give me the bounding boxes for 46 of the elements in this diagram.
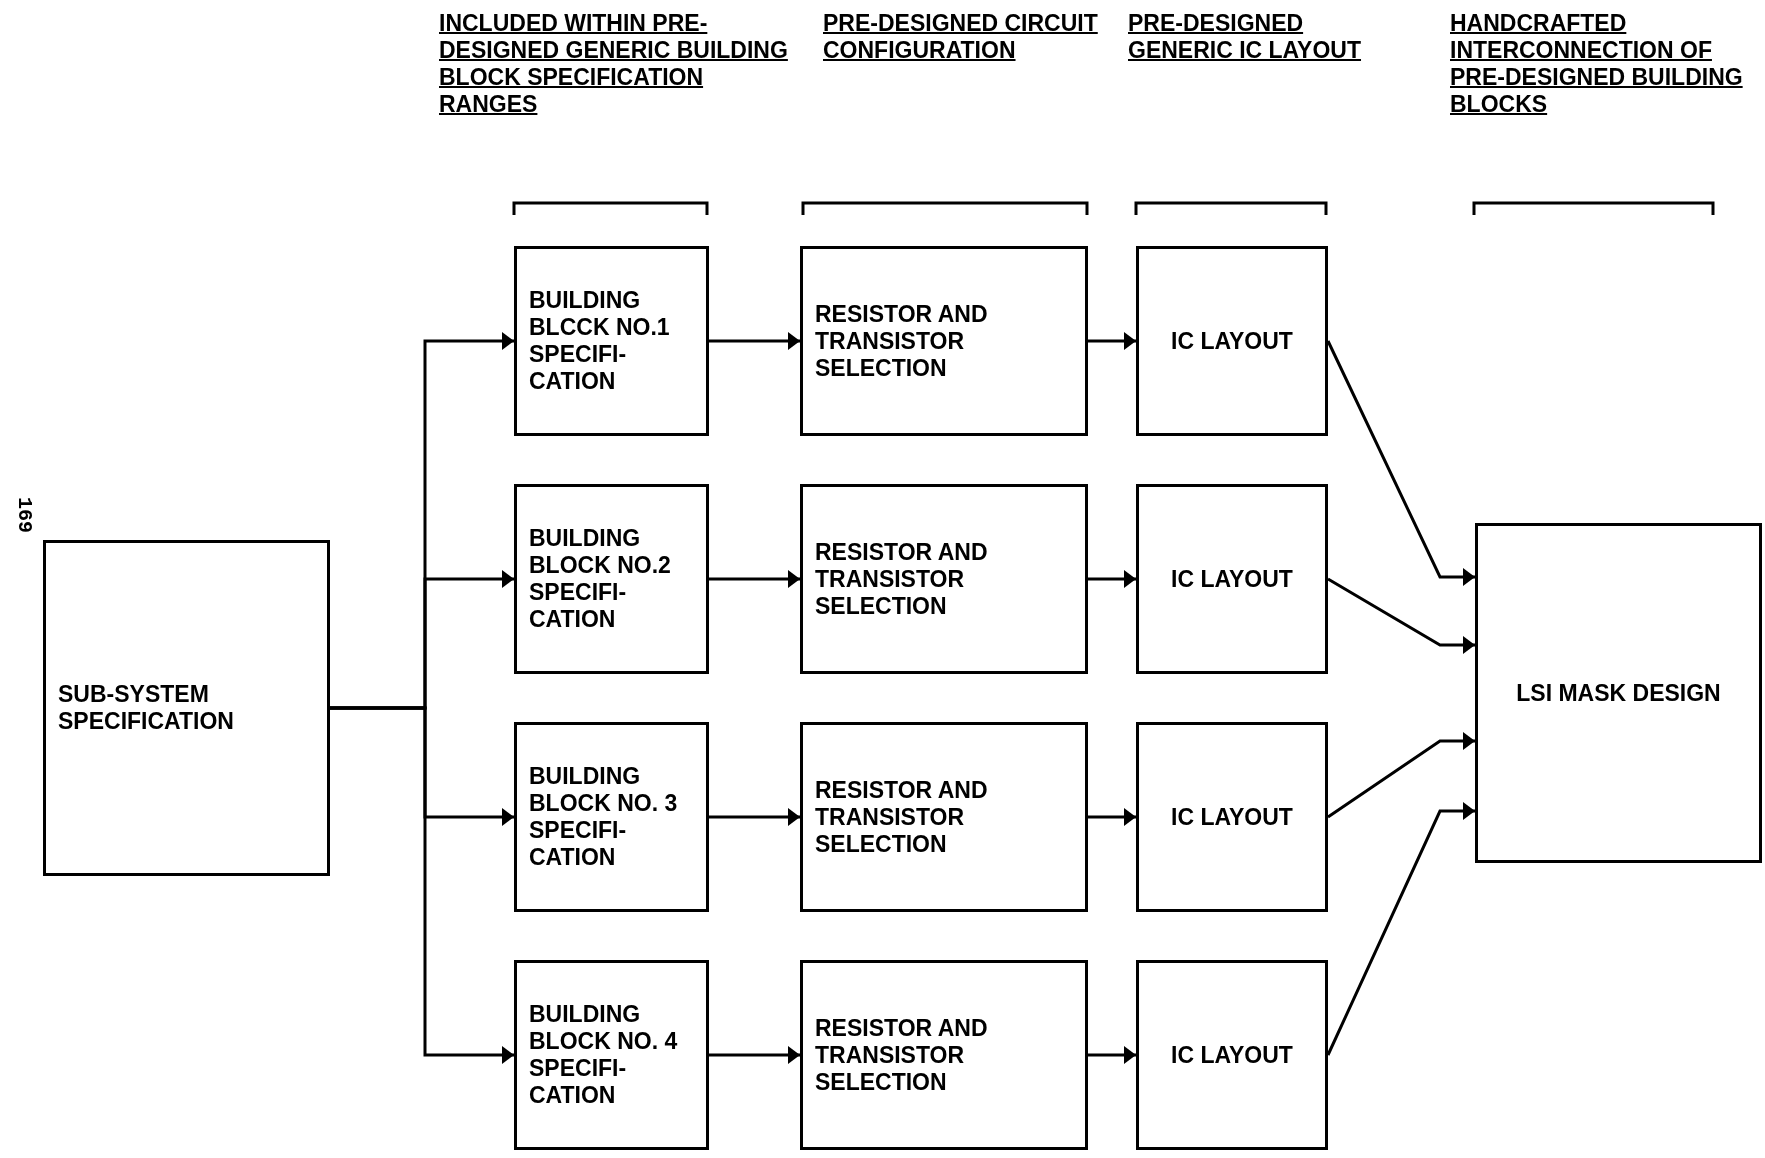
box-label: LSI MASK DESIGN xyxy=(1516,679,1721,707)
process-box xyxy=(1136,484,1328,674)
process-box xyxy=(1136,722,1328,912)
box-label: IC LAYOUT xyxy=(1171,565,1293,593)
process-box xyxy=(514,246,709,436)
process-box xyxy=(1136,960,1328,1150)
page-number: 169 xyxy=(12,497,37,533)
arrow xyxy=(1088,1046,1136,1064)
box-label: RESISTOR AND TRANSISTOR SELECTION xyxy=(815,538,989,620)
process-box xyxy=(800,246,1088,436)
arrow xyxy=(709,808,800,826)
arrow xyxy=(1088,570,1136,588)
process-box xyxy=(43,540,330,876)
arrow xyxy=(1088,808,1136,826)
box-label: BUILDING BLCCK NO.1 SPECIFI- CATION xyxy=(529,287,671,395)
process-box xyxy=(1136,246,1328,436)
box-label: IC LAYOUT xyxy=(1171,803,1293,831)
arrow xyxy=(709,1046,800,1064)
process-box xyxy=(514,484,709,674)
box-label: IC LAYOUT xyxy=(1171,1041,1293,1069)
arrow xyxy=(1327,577,1475,654)
box-label: BUILDING BLOCK NO. 4 SPECIFI- CATION xyxy=(529,1001,679,1109)
arrow xyxy=(330,706,514,1064)
box-label: RESISTOR AND TRANSISTOR SELECTION xyxy=(815,300,989,382)
box-label: RESISTOR AND TRANSISTOR SELECTION xyxy=(815,1014,989,1096)
arrow xyxy=(1326,802,1475,1056)
column-heading: HANDCRAFTED INTERCONNECTION OF PRE-DESIGNED BUILDING BLOCKS xyxy=(1450,10,1744,118)
process-box xyxy=(800,484,1088,674)
process-box xyxy=(514,722,709,912)
box-label: BUILDING BLOCK NO.2 SPECIFI- CATION xyxy=(529,525,672,633)
box-label: SUB-SYSTEM SPECIFICATION xyxy=(58,681,235,735)
arrow xyxy=(709,570,800,588)
column-heading: PRE-DESIGNED CIRCUIT CONFIGURATION xyxy=(823,10,1099,64)
arrow xyxy=(1326,340,1475,586)
box-label: BUILDING BLOCK NO. 3 SPECIFI- CATION xyxy=(529,763,679,871)
process-box xyxy=(514,960,709,1150)
column-heading: INCLUDED WITHIN PRE-DESIGNED GENERIC BUILDING BLOCK SPECIFICATION RANGES xyxy=(439,10,789,118)
arrow xyxy=(709,332,800,350)
box-label: RESISTOR AND TRANSISTOR SELECTION xyxy=(815,776,989,858)
arrow xyxy=(1088,332,1136,350)
process-box xyxy=(1475,523,1762,863)
column-heading: PRE-DESIGNED GENERIC IC LAYOUT xyxy=(1128,10,1362,64)
process-box xyxy=(800,722,1088,912)
arrow xyxy=(1327,732,1475,819)
box-label: IC LAYOUT xyxy=(1171,327,1293,355)
process-box xyxy=(800,960,1088,1150)
